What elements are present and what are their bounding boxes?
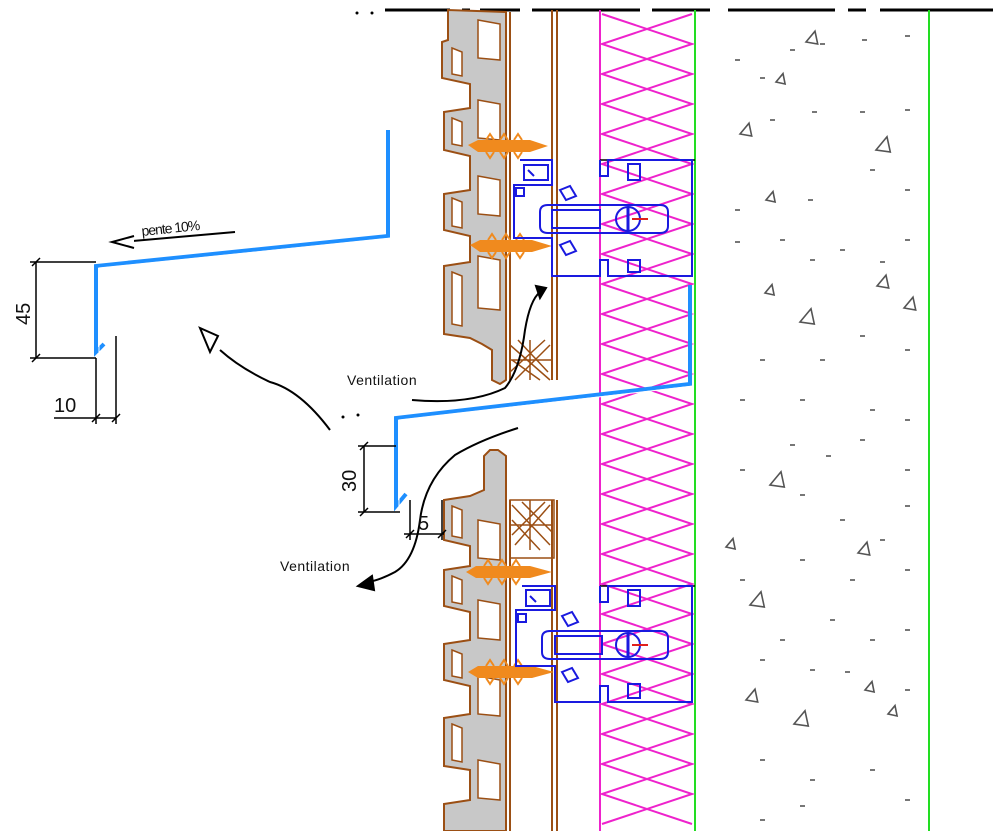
- slope-label: pente 10%: [141, 217, 201, 239]
- insulation-zigzag: [598, 13, 696, 825]
- bracket-upper: [513, 159, 695, 277]
- aggregate-stone: [798, 307, 816, 325]
- insect-mesh-lower: [509, 499, 555, 559]
- aggregate-stone: [744, 687, 759, 703]
- slope-arrow: [108, 231, 236, 249]
- aggregate-stone: [856, 540, 871, 556]
- cladding-profile-upper: [441, 8, 507, 386]
- aggregate-stone: [902, 295, 917, 311]
- aggregate-stone: [875, 273, 890, 289]
- aggregate-stone: [738, 121, 753, 137]
- dimension-30-value: 30: [339, 470, 361, 492]
- timber-batten: [509, 10, 558, 831]
- airflow-dots: [341, 413, 360, 419]
- dimension-10-value: 10: [54, 395, 76, 417]
- dimension-5-value: 5: [418, 513, 429, 535]
- dimension-30: [358, 441, 400, 517]
- insect-mesh-upper: [509, 339, 552, 381]
- aggregate-stone: [792, 709, 810, 727]
- screw-lower-2: [468, 658, 554, 686]
- aggregate-stone: [764, 189, 777, 204]
- airflow-arrow-upper: [198, 284, 548, 431]
- aggregate-stone: [768, 470, 786, 488]
- aggregate-stone: [774, 71, 787, 86]
- dimension-10: [54, 336, 121, 424]
- concrete-wall: [724, 10, 930, 831]
- screw-lower-1: [466, 558, 552, 586]
- lower-flashing: [394, 285, 694, 512]
- bracket-lower: [515, 585, 695, 703]
- airflow-arrow-lower: [355, 427, 519, 592]
- screw-upper-2: [470, 232, 552, 260]
- dimension-45: [30, 257, 96, 363]
- top-dots: [355, 11, 374, 15]
- aggregate-stone: [863, 679, 876, 694]
- aggregate-stone: [724, 536, 737, 551]
- dimension-5: [404, 500, 447, 540]
- aggregate-stone: [748, 590, 766, 608]
- dimension-45-value: 45: [13, 303, 35, 325]
- aggregate-stone: [886, 703, 899, 718]
- insulation-layer: [598, 10, 696, 831]
- ventilation-label-upper: Ventilation: [347, 372, 417, 388]
- aggregate-stone: [804, 29, 819, 45]
- aggregate-stone: [763, 282, 776, 297]
- upper-flashing: [94, 130, 392, 357]
- aggregate-stone: [874, 135, 892, 153]
- concrete-aggregate: [724, 29, 917, 821]
- cladding-profile-lower: [443, 449, 507, 831]
- ventilation-label-lower: Ventilation: [280, 558, 350, 574]
- screw-upper-1: [468, 132, 548, 160]
